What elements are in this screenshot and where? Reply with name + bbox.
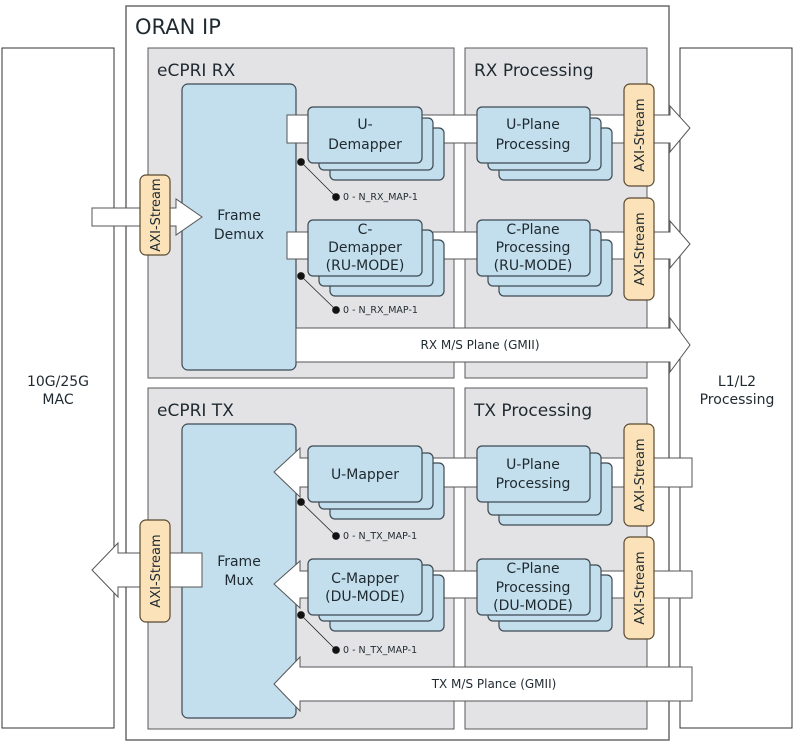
diagram-title: ORAN IP xyxy=(135,15,221,39)
rx-c-plane-line3: (RU-MODE) xyxy=(494,258,573,274)
ecpri-rx-label: eCPRI RX xyxy=(157,61,236,81)
c-demapper-line3: (RU-MODE) xyxy=(326,258,405,274)
u-demapper-stack xyxy=(307,106,445,181)
axi-label-rx-u: AXI-Stream xyxy=(633,98,648,171)
u-demapper-range: 0 - N_RX_MAP-1 xyxy=(343,192,418,203)
axi-label-tx-out: AXI-Stream xyxy=(149,534,164,607)
c-demapper-line1: C- xyxy=(358,222,373,238)
axi-label-rx-in: AXI-Stream xyxy=(149,178,164,251)
u-mapper-label: U-Mapper xyxy=(331,467,399,483)
u-demapper-line1: U- xyxy=(357,117,372,133)
tx-c-plane-line2: Processing xyxy=(496,580,571,596)
frame-mux-line1: Frame xyxy=(217,554,261,570)
rx-ms-plane-arrow xyxy=(295,316,691,374)
mac-label-line1: 10G/25G xyxy=(27,374,89,390)
axi-label-rx-c: AXI-Stream xyxy=(633,212,648,285)
c-mapper-line1: C-Mapper xyxy=(331,571,399,587)
l1l2-label-line1: L1/L2 xyxy=(718,374,756,390)
rx-c-plane-line2: Processing xyxy=(496,240,571,256)
u-mapper-range: 0 - N_TX_MAP-1 xyxy=(343,531,417,542)
tx-ms-plane-arrow xyxy=(273,655,693,713)
tx-processing-label: TX Processing xyxy=(473,401,592,421)
tx-u-plane-line1: U-Plane xyxy=(506,457,560,473)
frame-demux-line1: Frame xyxy=(217,208,261,224)
axi-stream-rx-in xyxy=(139,174,171,256)
c-mapper-stack xyxy=(307,558,445,632)
c-demapper-range: 0 - N_RX_MAP-1 xyxy=(343,305,418,316)
c-mapper-line2: (DU-MODE) xyxy=(325,589,405,605)
u-demapper-line2: Demapper xyxy=(328,137,402,153)
frame-mux-line2: Mux xyxy=(224,573,253,589)
range-leaders xyxy=(297,158,340,654)
axi-stream-rx-u xyxy=(623,83,655,187)
l1l2-block xyxy=(679,47,793,729)
axi-stream-tx-c xyxy=(623,536,655,640)
c-demapper-line2: Demapper xyxy=(328,240,402,256)
tx-ms-plane-label: TX M/S Plance (GMII) xyxy=(431,677,557,691)
axi-stream-tx-out xyxy=(139,519,171,623)
tx-u-plane-processing-stack xyxy=(476,445,613,526)
rx-ms-plane-label: RX M/S Plane (GMII) xyxy=(420,338,539,352)
ecpri-tx-label: eCPRI TX xyxy=(157,401,234,421)
rx-processing-label: RX Processing xyxy=(474,61,594,81)
axi-stream-tx-u xyxy=(623,423,655,527)
rx-c-plane-line1: C-Plane xyxy=(506,222,559,238)
rx-u-plane-line2: Processing xyxy=(496,137,571,153)
frame-demux-line2: Demux xyxy=(214,227,264,243)
axi-label-tx-c: AXI-Stream xyxy=(633,551,648,624)
rx-u-plane-processing-stack xyxy=(476,106,613,181)
rx-c-plane-processing-stack xyxy=(476,219,613,297)
axi-stream-rx-c xyxy=(623,197,655,301)
c-demapper-stack xyxy=(307,219,445,297)
rx-processing-section xyxy=(464,47,648,379)
u-mapper-stack xyxy=(307,445,445,520)
tx-c-plane-line3: (DU-MODE) xyxy=(493,598,573,614)
tx-c-plane-processing-stack xyxy=(476,558,613,632)
tx-u-plane-line2: Processing xyxy=(496,476,571,492)
l1l2-label-line2: Processing xyxy=(700,392,775,408)
mac-block xyxy=(1,47,115,729)
axi-label-tx-u: AXI-Stream xyxy=(633,438,648,511)
rx-u-plane-line1: U-Plane xyxy=(506,117,560,133)
c-mapper-range: 0 - N_TX_MAP-1 xyxy=(343,645,417,656)
mac-label-line2: MAC xyxy=(42,392,73,408)
tx-c-plane-line1: C-Plane xyxy=(506,561,559,577)
